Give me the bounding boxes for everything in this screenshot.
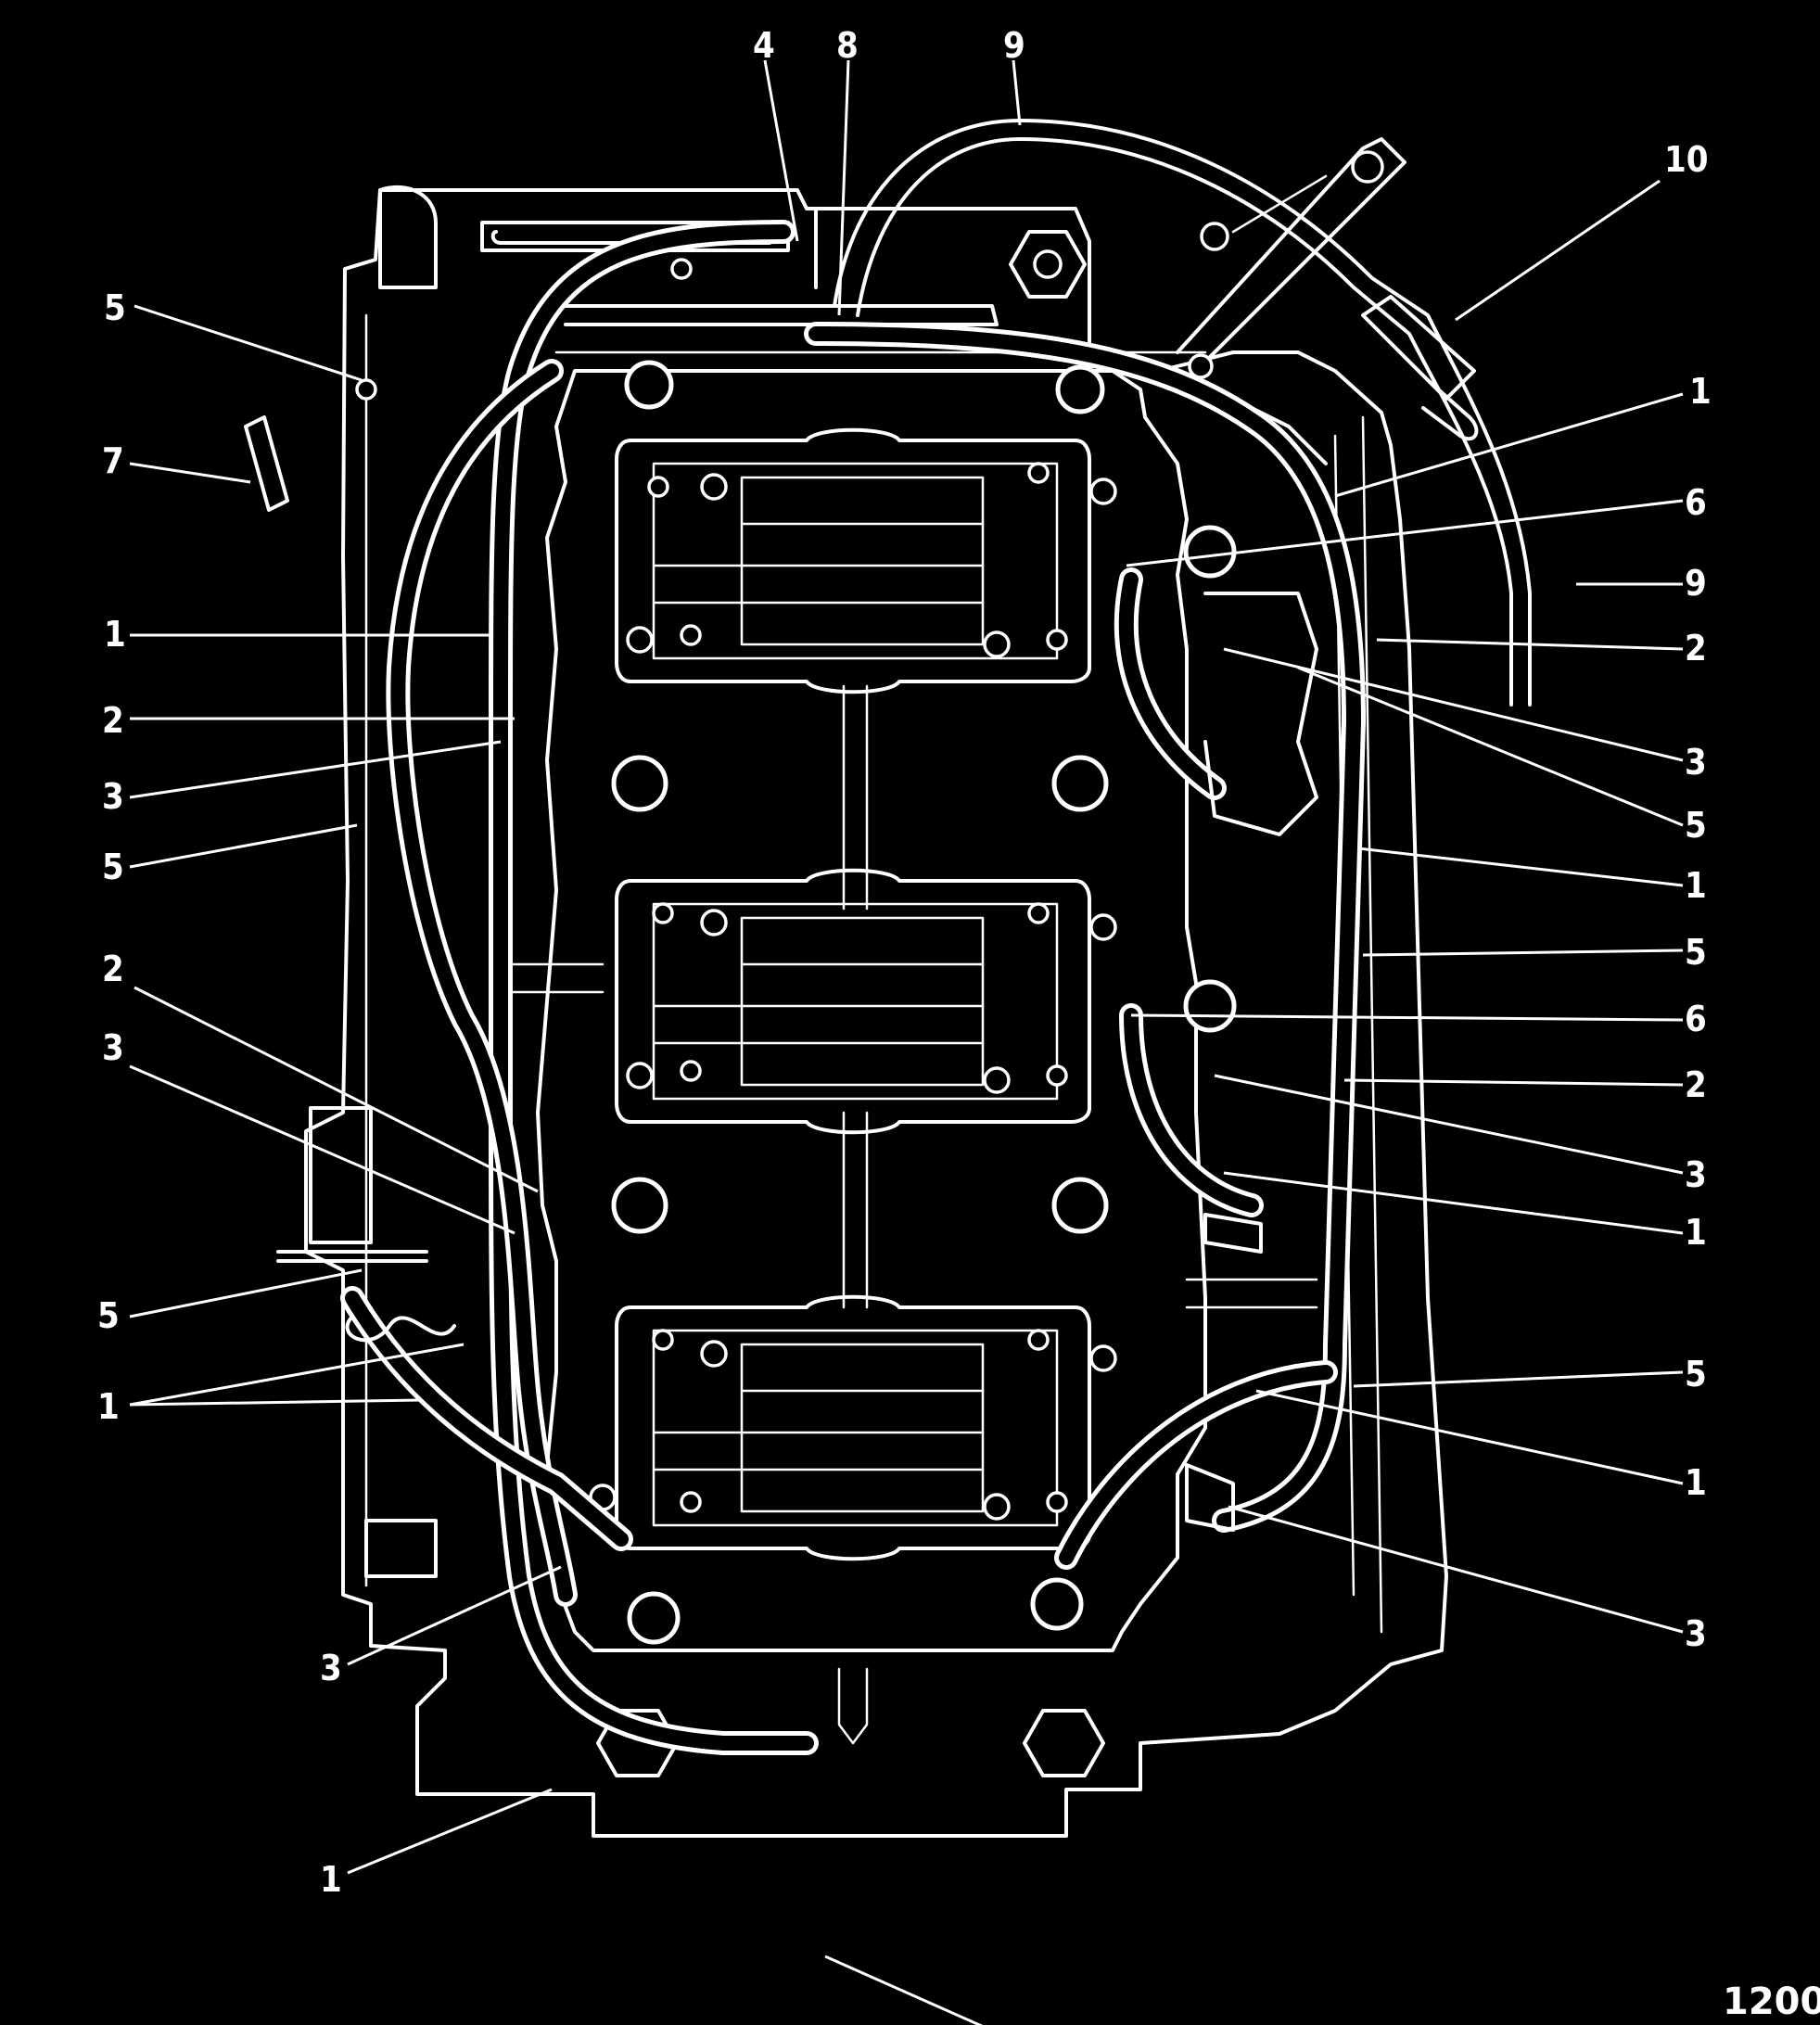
callout-label: 6 [1685,999,1707,1039]
manifold-plate [499,369,1318,1745]
callout-label: 9 [1685,563,1707,604]
callout-label: 6 [1685,482,1707,523]
callout-label: 2 [1685,1064,1707,1105]
recirc-line [833,119,1532,707]
callout-label: 1 [97,1386,120,1427]
callout-label: 1 [104,614,126,655]
callout-label: 5 [1685,805,1707,846]
callout-label: 3 [1685,1154,1707,1195]
callout-label: 5 [1685,1354,1707,1395]
engine-block [304,137,1448,1838]
callout-label: 7 [102,440,124,481]
callout-label: 5 [1685,932,1707,973]
callout-label: 3 [994,2021,1016,2025]
callout-label: 5 [104,287,126,328]
callout-label: 1 [1685,865,1707,906]
callout-label: 1 [320,1859,342,1900]
callout-label: 1 [1689,371,1712,412]
callout-label: 4 [753,25,775,66]
callout-label: 8 [836,25,859,66]
callout-label: 2 [1685,628,1707,669]
callout-label: 1 [1685,1462,1707,1503]
callout-label: 3 [102,1027,124,1068]
callout-label: 3 [102,776,124,817]
reed-cover-bottom [615,1294,1091,1561]
figure-id: 12006 [1723,1980,1820,2023]
misc-components [244,295,1479,1578]
callout-label: 1 [1685,1212,1707,1253]
reed-cover-top [615,427,1091,694]
bolt-holes [355,150,1384,1777]
callout-label: 10 [1664,139,1709,180]
callout-labels: 4 8 9 10 5 7 1 2 3 5 2 3 5 1 3 1 3 1 6 9… [97,25,1712,2025]
hoses [340,220,1366,1755]
callout-label: 5 [97,1295,120,1336]
callout-label: 2 [102,949,124,989]
leader-lines [129,59,1684,2025]
callout-label: 2 [102,700,124,741]
callout-label: 9 [1003,25,1025,66]
callout-label: 3 [1685,742,1707,783]
callout-label: 5 [102,847,124,887]
callout-label: 3 [1685,1613,1707,1654]
callout-label: 3 [320,1648,342,1688]
reed-cover-middle [615,868,1091,1135]
